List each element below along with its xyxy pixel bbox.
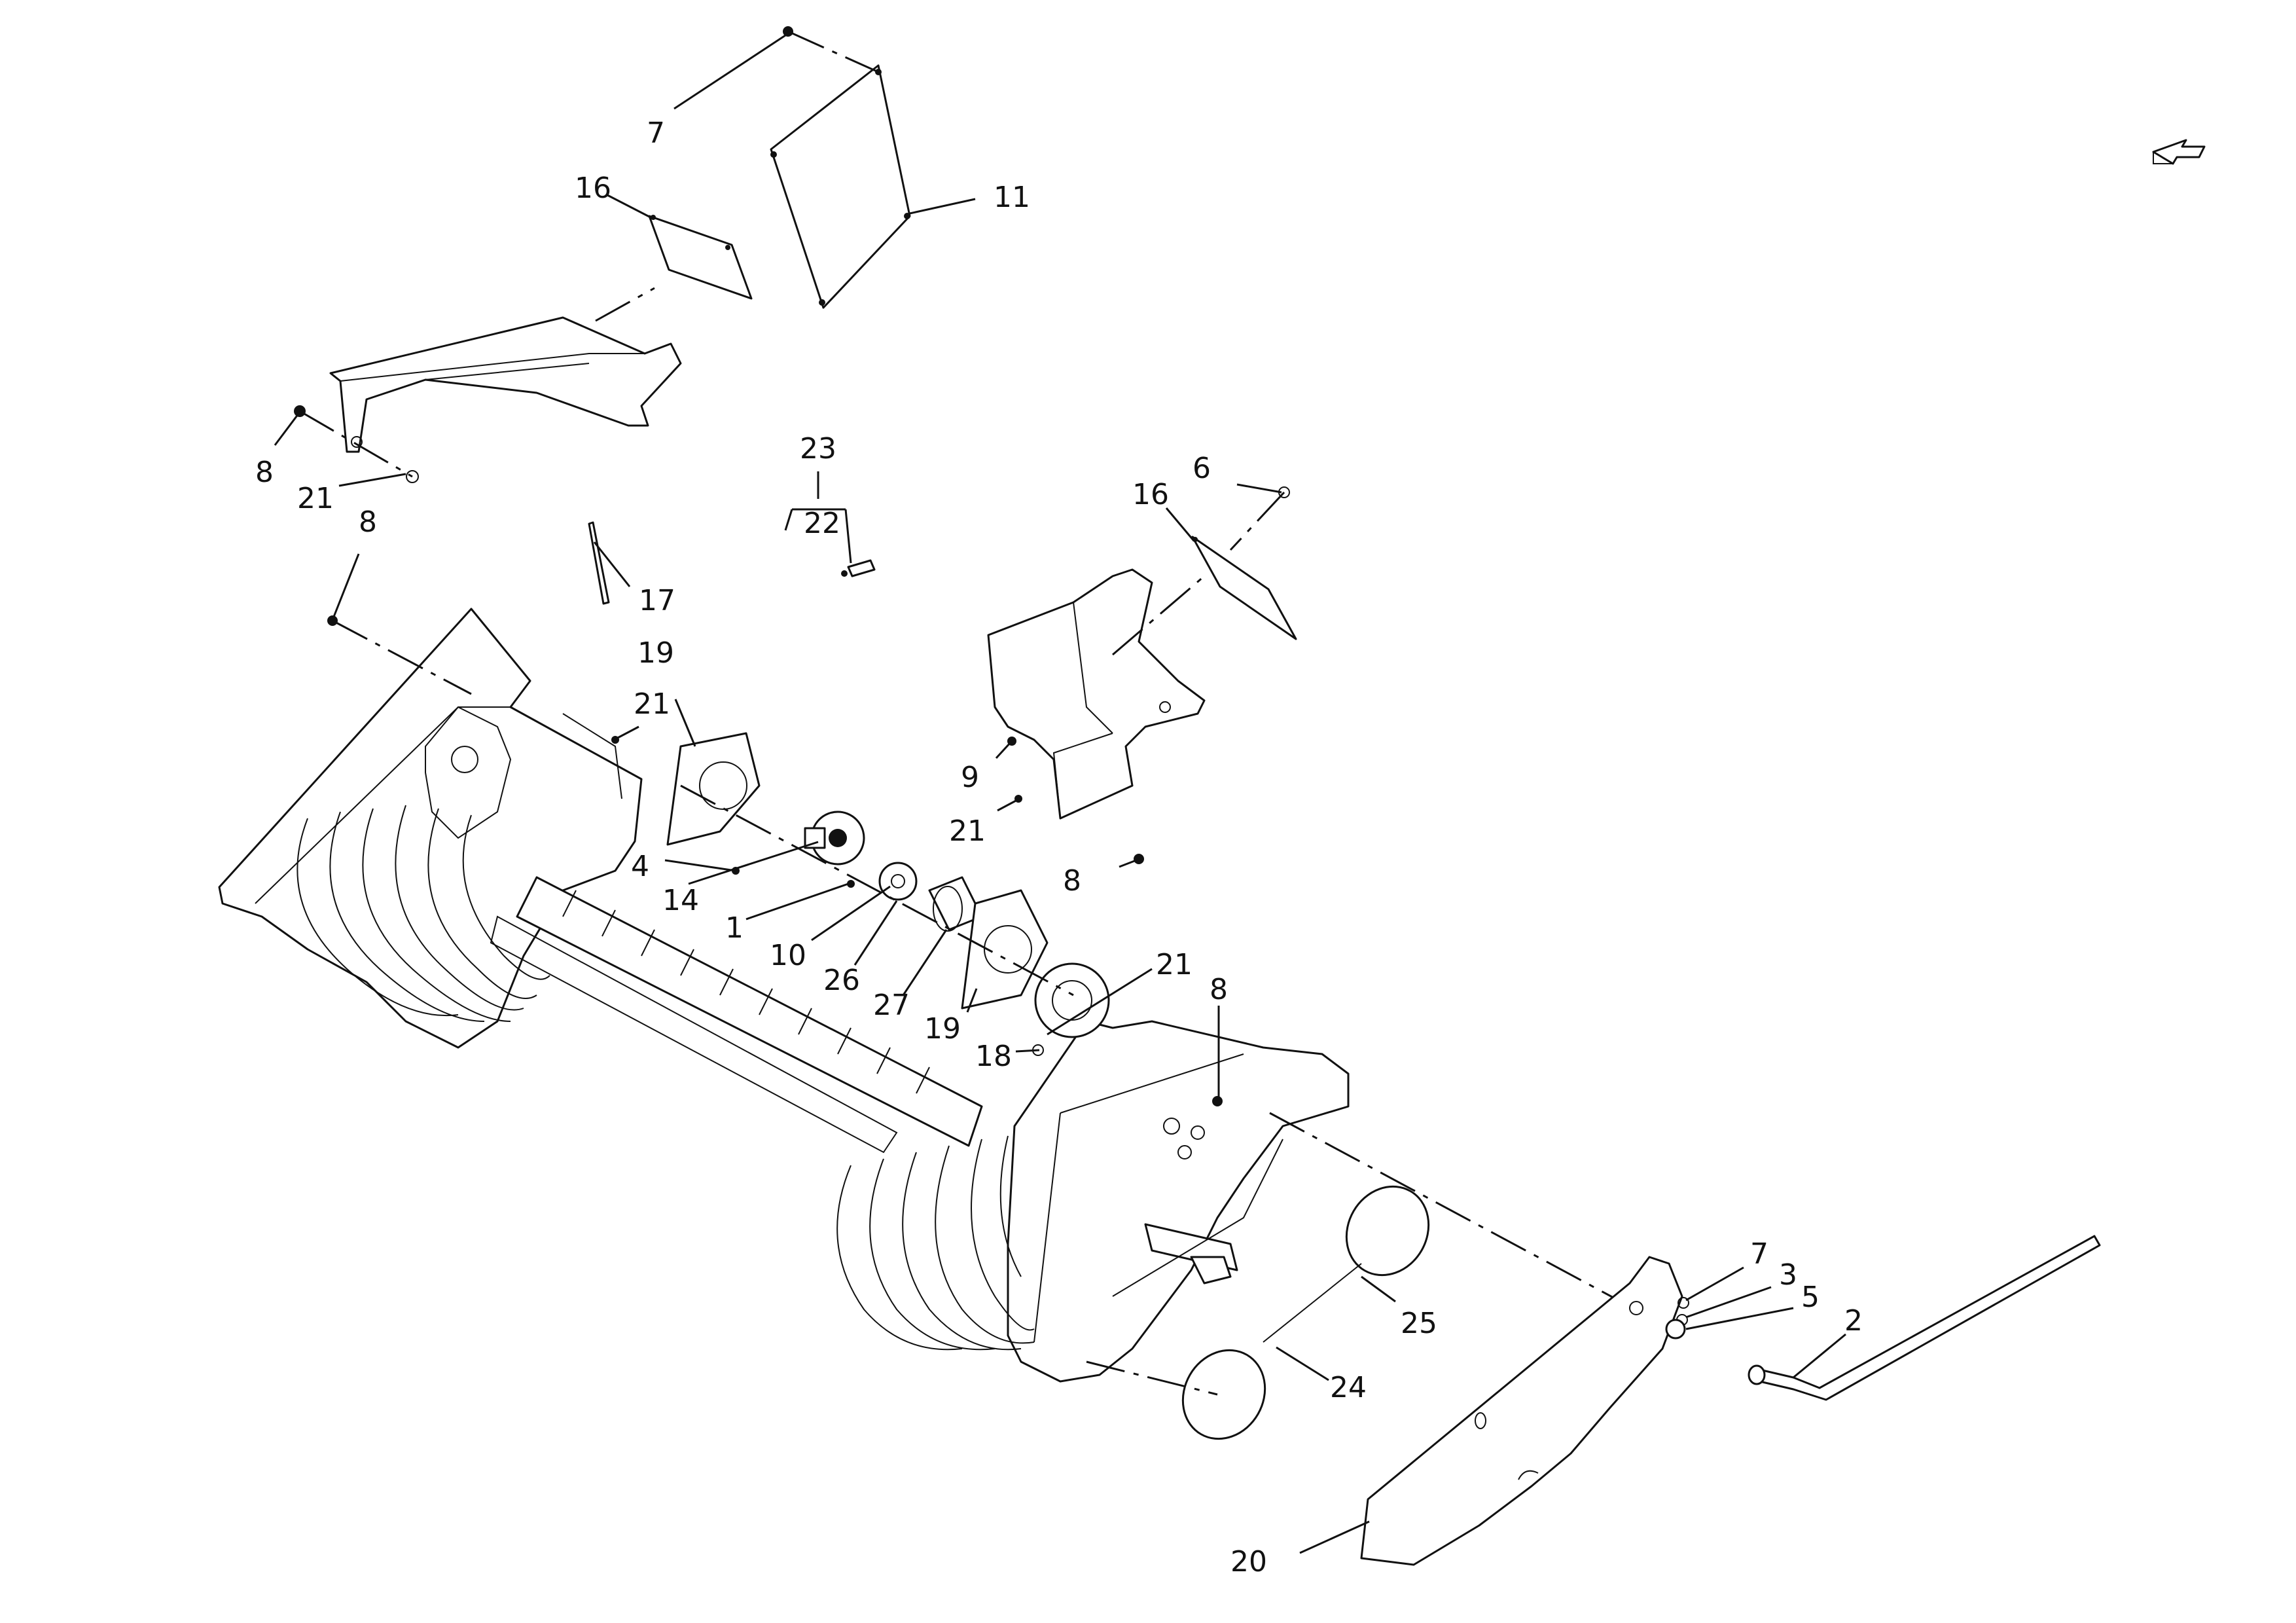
bolt-part — [406, 470, 419, 483]
callout-1: 1 — [725, 911, 744, 945]
callout-10: 10 — [770, 939, 806, 972]
callout-6: 6 — [1193, 452, 1211, 485]
callout-21: 21 — [297, 482, 334, 515]
sprocket-part — [804, 811, 865, 866]
direction-arrow-icon — [2152, 139, 2206, 165]
shroud-bracket-part — [329, 316, 682, 453]
small-sprocket-part — [878, 862, 918, 901]
small-plate-part — [648, 215, 753, 300]
callout-16: 16 — [1132, 478, 1169, 511]
track-links-part — [490, 876, 983, 1154]
left-track-housing-part — [218, 608, 643, 1049]
callout-24: 24 — [1330, 1371, 1367, 1404]
nut-part — [1212, 1096, 1223, 1106]
callout-18: 18 — [975, 1040, 1012, 1073]
callout-2: 2 — [1844, 1304, 1863, 1338]
nut-part — [1134, 854, 1144, 864]
callout-19: 19 — [924, 1012, 961, 1046]
callout-5: 5 — [1801, 1281, 1820, 1314]
callout-22: 22 — [804, 507, 840, 540]
small-plate-part — [1191, 536, 1297, 640]
callout-7: 7 — [647, 117, 665, 150]
callout-16: 16 — [575, 172, 611, 205]
callout-8: 8 — [1063, 864, 1081, 898]
right-shield-part — [987, 568, 1206, 820]
crank-handle-part — [1748, 1235, 2101, 1401]
bearing-bracket-part — [666, 732, 761, 846]
bolt-part — [847, 880, 855, 888]
pin-part — [588, 521, 610, 605]
callout-8: 8 — [255, 456, 274, 489]
flange-part — [1034, 962, 1110, 1038]
belt-strap-part — [1263, 1263, 1362, 1343]
callout-21: 21 — [949, 814, 986, 848]
bearing-bracket-part — [961, 889, 1049, 1010]
right-track-ribs-part — [836, 1135, 1035, 1351]
callout-20: 20 — [1230, 1545, 1267, 1578]
belt-part — [1181, 1185, 1430, 1440]
callout-7: 7 — [1750, 1237, 1768, 1271]
screw-part — [1677, 1297, 1689, 1309]
flange-part — [1665, 1319, 1686, 1340]
chain-link-part — [847, 559, 876, 577]
callout-21: 21 — [634, 687, 670, 721]
callout-26: 26 — [823, 964, 860, 997]
callout-19: 19 — [637, 636, 674, 670]
left-track-ribs-part — [296, 805, 550, 1022]
callout-23: 23 — [800, 432, 836, 465]
callout-21: 21 — [1156, 948, 1193, 981]
callout-4: 4 — [631, 850, 649, 883]
cover-guard-part — [1360, 1256, 1683, 1566]
cover-plate-part — [770, 64, 911, 309]
callout-3: 3 — [1779, 1258, 1797, 1292]
callout-8: 8 — [1210, 973, 1228, 1006]
callout-9: 9 — [961, 761, 979, 794]
callout-17: 17 — [639, 584, 675, 617]
chain-link-part — [841, 570, 848, 577]
leader-lines — [274, 34, 1846, 1554]
callout-27: 27 — [873, 989, 910, 1022]
callout-25: 25 — [1401, 1307, 1437, 1340]
callout-14: 14 — [662, 884, 699, 917]
callout-8: 8 — [359, 505, 377, 539]
right-track-housing-part — [1007, 1020, 1350, 1383]
callout-11: 11 — [994, 181, 1030, 214]
